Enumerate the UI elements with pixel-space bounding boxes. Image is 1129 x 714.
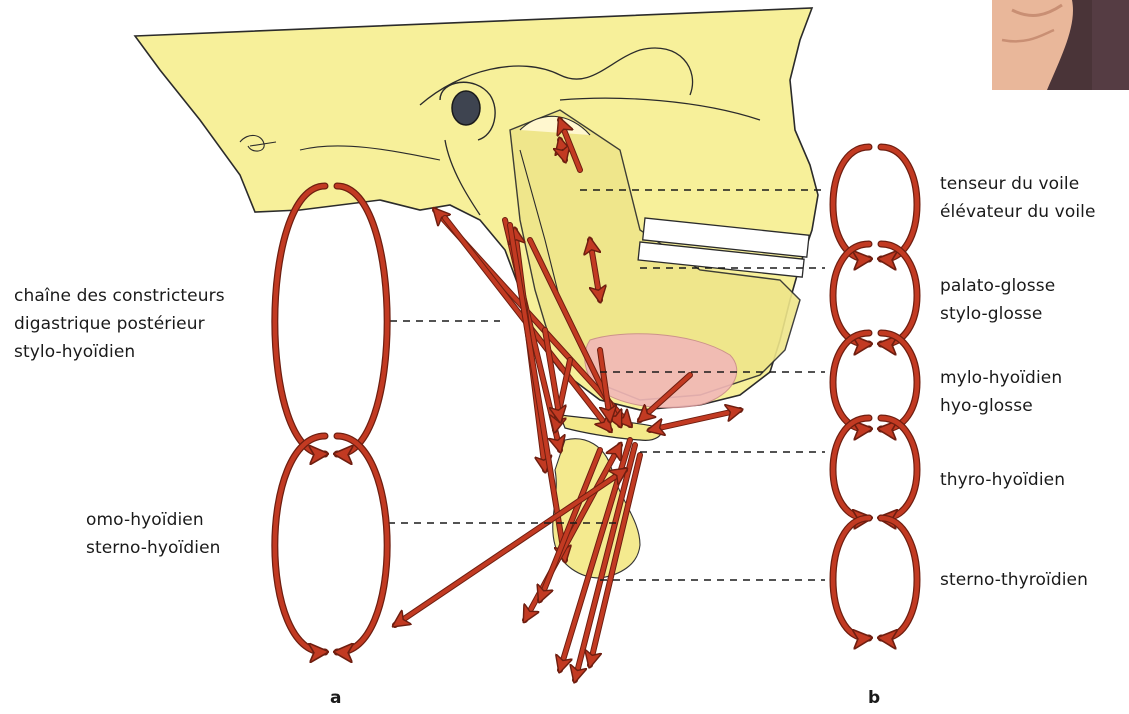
label-elevateur-voile: élévateur du voile <box>940 198 1096 226</box>
label-palato-glosse: palato-glosse <box>940 272 1055 300</box>
panel-letter-a: a <box>330 688 341 708</box>
label-tenseur-voile: tenseur du voile <box>940 170 1096 198</box>
muscle-chain-arrow-icon <box>833 333 917 429</box>
chain-arc-outline <box>275 186 325 454</box>
chain-arc <box>275 186 325 454</box>
chain-arc-outline <box>337 436 387 652</box>
label-group-right-2: palato-glosse stylo-glosse <box>940 272 1055 328</box>
muscle-chain-arrow-icon <box>833 244 917 344</box>
label-group-right-5: sterno-thyroïdien <box>940 566 1088 594</box>
muscle-chain-arrow-icon <box>275 186 387 454</box>
label-sterno-thyroidien: sterno-thyroïdien <box>940 566 1088 594</box>
chain-arc-outline <box>337 186 387 454</box>
label-stylo-hyoidien: stylo-hyoïdien <box>14 338 225 366</box>
chain-arc-outline <box>275 436 325 652</box>
chain-arc <box>275 436 325 652</box>
chain-arc <box>337 436 387 652</box>
photo-thumbnail <box>992 0 1129 90</box>
chain-arc-outline <box>881 418 917 518</box>
ear-canal <box>452 91 480 125</box>
label-stylo-glosse: stylo-glosse <box>940 300 1055 328</box>
label-digastrique-posterieur: digastrique postérieur <box>14 310 225 338</box>
label-chaine-constricteurs: chaîne des constricteurs <box>14 282 225 310</box>
chain-arc-outline <box>833 518 869 638</box>
label-hyo-glosse: hyo-glosse <box>940 392 1062 420</box>
label-thyro-hyoidien: thyro-hyoïdien <box>940 466 1065 494</box>
label-omo-hyoidien: omo-hyoïdien <box>86 506 221 534</box>
panel-letter-b: b <box>868 688 880 708</box>
label-group-left-2: omo-hyoïdien sterno-hyoïdien <box>86 506 221 562</box>
muscle-chain-arrow-icon <box>833 518 917 638</box>
chain-a <box>275 186 387 652</box>
muscle-arrow <box>650 410 740 430</box>
muscle-chain-arrow-icon <box>833 418 917 518</box>
label-group-right-3: mylo-hyoïdien hyo-glosse <box>940 364 1062 420</box>
muscle-chain-arrow-icon <box>833 147 917 259</box>
label-group-left-1: chaîne des constricteurs digastrique pos… <box>14 282 225 366</box>
chain-arc-outline <box>833 418 869 518</box>
label-mylo-hyoidien: mylo-hyoïdien <box>940 364 1062 392</box>
label-group-right-1: tenseur du voile élévateur du voile <box>940 170 1096 226</box>
muscle-chain-arrow-icon <box>275 436 387 652</box>
chain-b <box>833 147 917 638</box>
chain-arc-outline <box>881 518 917 638</box>
label-sterno-hyoidien: sterno-hyoïdien <box>86 534 221 562</box>
chain-arc <box>337 186 387 454</box>
label-group-right-4: thyro-hyoïdien <box>940 466 1065 494</box>
